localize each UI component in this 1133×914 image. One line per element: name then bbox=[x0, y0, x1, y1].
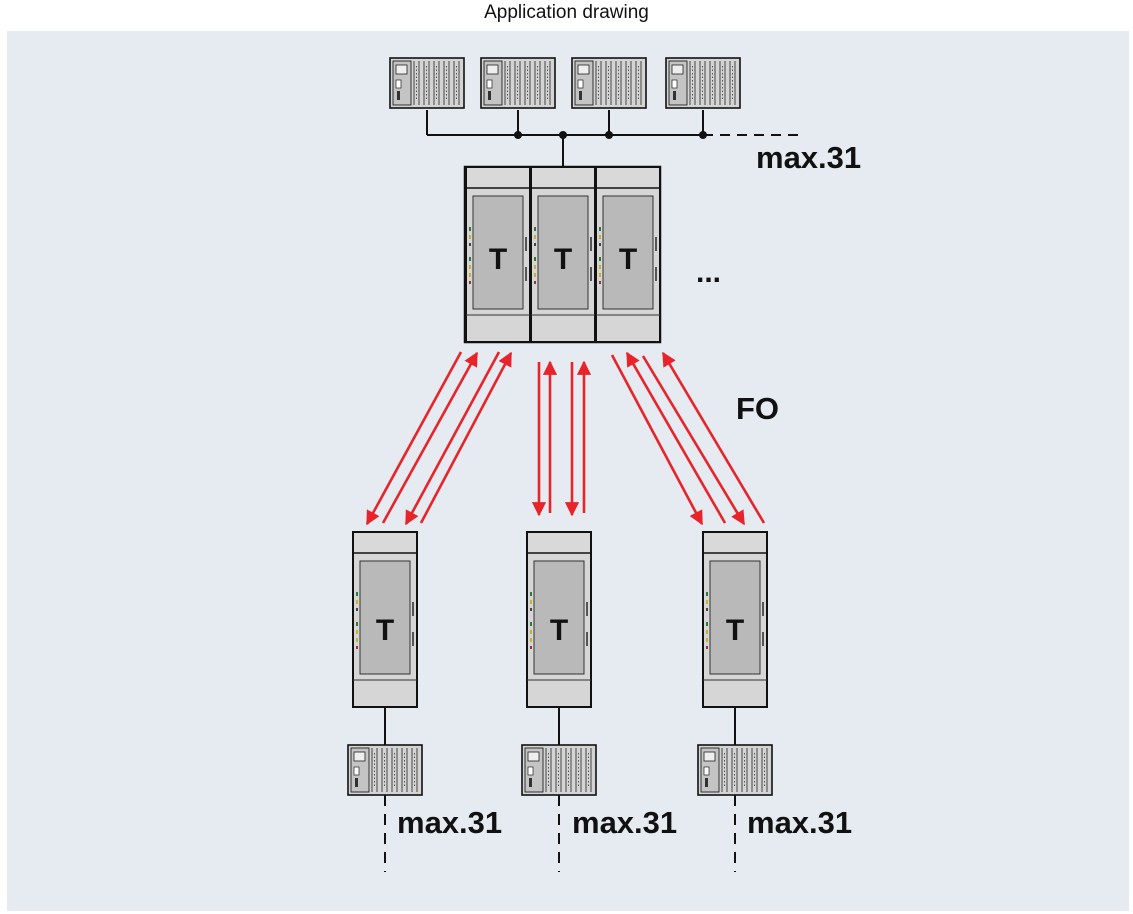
module-label-top-3: T bbox=[619, 243, 637, 276]
fiber-arrow-left-3 bbox=[404, 351, 501, 526]
top-bus bbox=[426, 110, 800, 167]
module-label-top-1: T bbox=[489, 243, 507, 276]
fiber-optic-label: FO bbox=[736, 391, 779, 426]
plc-bottom-mid-icon bbox=[521, 744, 597, 796]
fiber-arrow-left-4 bbox=[419, 351, 513, 524]
plc-top-2-icon bbox=[480, 57, 556, 109]
plc-top-4-icon bbox=[665, 57, 741, 109]
fiber-arrow-right-1 bbox=[610, 354, 704, 526]
fiber-arrow-right-4 bbox=[661, 351, 766, 524]
plc-top-1-icon bbox=[389, 57, 465, 109]
bus-max-label-right: max.31 bbox=[747, 805, 852, 840]
module-label-bottom-right: T bbox=[726, 614, 744, 647]
plc-bottom-right-icon bbox=[697, 744, 773, 796]
bus-max-label-mid: max.31 bbox=[572, 805, 677, 840]
module-label-bottom-mid: T bbox=[550, 614, 568, 647]
fiber-arrow-right-3 bbox=[641, 355, 746, 526]
fiber-arrow-left-2 bbox=[381, 351, 479, 524]
module-label-bottom-left: T bbox=[376, 614, 394, 647]
more-modules-ellipsis: ... bbox=[696, 256, 721, 289]
bus-max-label-top: max.31 bbox=[756, 140, 861, 175]
fiber-arrow-left-1 bbox=[365, 351, 463, 526]
fiber-optic-links bbox=[365, 351, 766, 526]
page-title: Application drawing bbox=[484, 2, 649, 23]
bus-max-label-left: max.31 bbox=[397, 805, 502, 840]
module-label-top-2: T bbox=[554, 243, 572, 276]
fiber-arrow-right-2 bbox=[625, 351, 727, 524]
plc-bottom-left-icon bbox=[347, 744, 423, 796]
plc-top-3-icon bbox=[571, 57, 647, 109]
